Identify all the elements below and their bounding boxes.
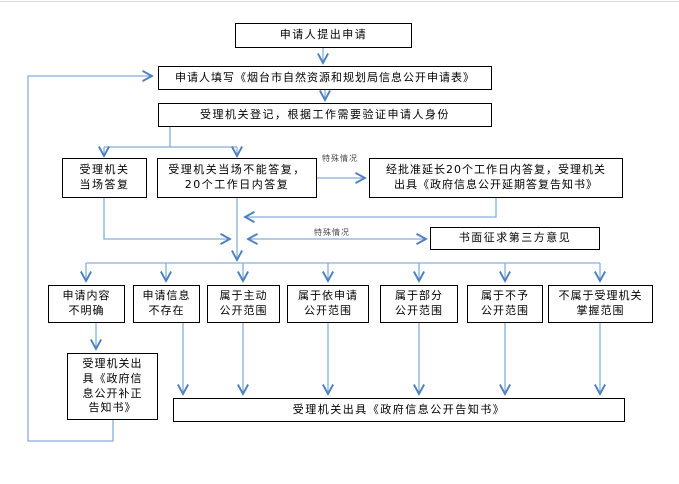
node-register-verify-identity: 受理机关登记，根据工作需要验证申请人身份 xyxy=(158,103,492,127)
node-no-disclosure-scope: 属于不予 公开范围 xyxy=(467,285,543,323)
node-not-held-by-agency: 不属于受理机关 掌握范围 xyxy=(548,285,653,323)
node-partial-disclosure-scope: 属于部分 公开范围 xyxy=(380,285,458,323)
node-submit-application: 申请人提出申请 xyxy=(235,23,412,48)
node-on-request-disclosure-scope: 属于依申请 公开范围 xyxy=(287,285,369,323)
node-third-party-opinion: 书面征求第三方意见 xyxy=(430,227,600,250)
node-correction-notice: 受理机关出 具《政府信 息公开补正 告知书》 xyxy=(67,353,158,420)
node-reply-within-20-days: 受理机关当场不能答复， 20个工作日内答复 xyxy=(157,158,317,198)
node-content-unclear: 申请内容 不明确 xyxy=(48,285,125,323)
node-proactive-disclosure-scope: 属于主动 公开范围 xyxy=(207,285,280,323)
node-info-not-exist: 申请信息 不存在 xyxy=(133,285,200,323)
edge-label-special-case-top: 特殊情况 xyxy=(322,154,358,163)
node-fill-application-form: 申请人填写《烟台市自然资源和规划局信息公开申请表》 xyxy=(158,66,492,90)
node-disclosure-notice: 受理机关出具《政府信息公开告知书》 xyxy=(173,398,625,422)
edge-label-special-case-mid: 特殊情况 xyxy=(314,228,350,237)
page-top-divider xyxy=(0,1,679,2)
node-onspot-reply: 受理机关 当场答复 xyxy=(62,158,147,198)
node-extended-reply-notice: 经批准延长20个工作日内答复，受理机关 出具《政府信息公开延期答复告知书》 xyxy=(369,158,623,198)
